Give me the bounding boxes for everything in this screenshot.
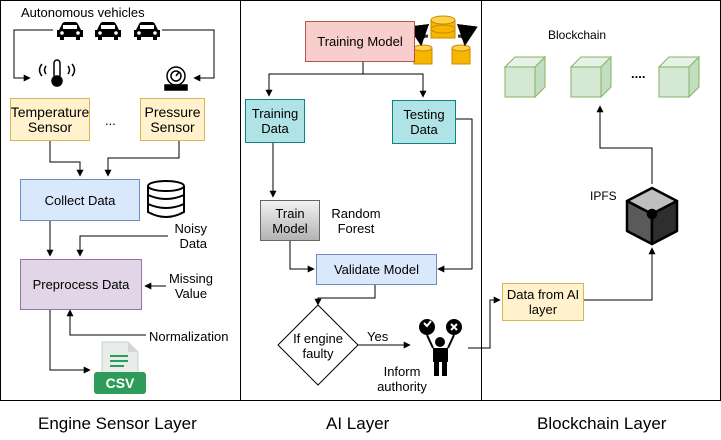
csv-label: CSV: [105, 375, 135, 391]
inform-authority-label: Inform authority: [377, 364, 427, 394]
ipfs-label: IPFS: [590, 189, 617, 203]
missing-value-label: Missing Value: [168, 271, 214, 301]
validate-model-node: Validate Model: [316, 254, 437, 285]
database-icon: [147, 180, 185, 218]
decision-diamond: [277, 304, 359, 386]
noisy-data-label: Noisy Data: [174, 221, 207, 251]
ai-layer-title: AI Layer: [326, 414, 390, 433]
authority-person-icon: [419, 319, 462, 376]
testing-data-node: Testing Data: [392, 100, 456, 144]
engine-sensor-layer-title: Engine Sensor Layer: [38, 414, 197, 433]
random-forest-label: Random Forest: [331, 206, 381, 236]
train-model-node: Train Model: [260, 200, 320, 241]
sync-arrows-icon: [408, 23, 478, 47]
coins-icon: [413, 15, 471, 65]
blockchain-label: Blockchain: [548, 28, 607, 42]
temperature-sensor-node: Temperature Sensor: [10, 98, 90, 141]
yes-label: Yes: [367, 329, 389, 344]
pressure-sensor-node: Pressure Sensor: [140, 98, 205, 141]
csv-file-icon: [94, 341, 146, 394]
car-icons: [57, 22, 160, 40]
sensors-ellipsis: ...: [105, 113, 116, 128]
collect-data-node: Collect Data: [20, 179, 140, 221]
training-data-node: Training Data: [245, 99, 305, 143]
vehicles-label: Autonomous vehicles: [21, 5, 145, 20]
blockchain-ellipsis: ....: [631, 66, 646, 81]
normalization-label: Normalization: [149, 329, 229, 344]
gauge-icon: [164, 66, 188, 91]
training-model-node: Training Model: [305, 21, 415, 62]
thermometer-icon: [38, 59, 76, 87]
ipfs-cube-icon: [625, 186, 679, 246]
blockchain-cubes: [503, 55, 701, 99]
connectors: [13, 29, 656, 374]
blockchain-layer-title: Blockchain Layer: [537, 414, 667, 433]
preprocess-data-node: Preprocess Data: [20, 259, 142, 310]
data-from-ai-node: Data from AI layer: [502, 283, 584, 321]
decision-label: If engine faulty: [293, 331, 343, 361]
